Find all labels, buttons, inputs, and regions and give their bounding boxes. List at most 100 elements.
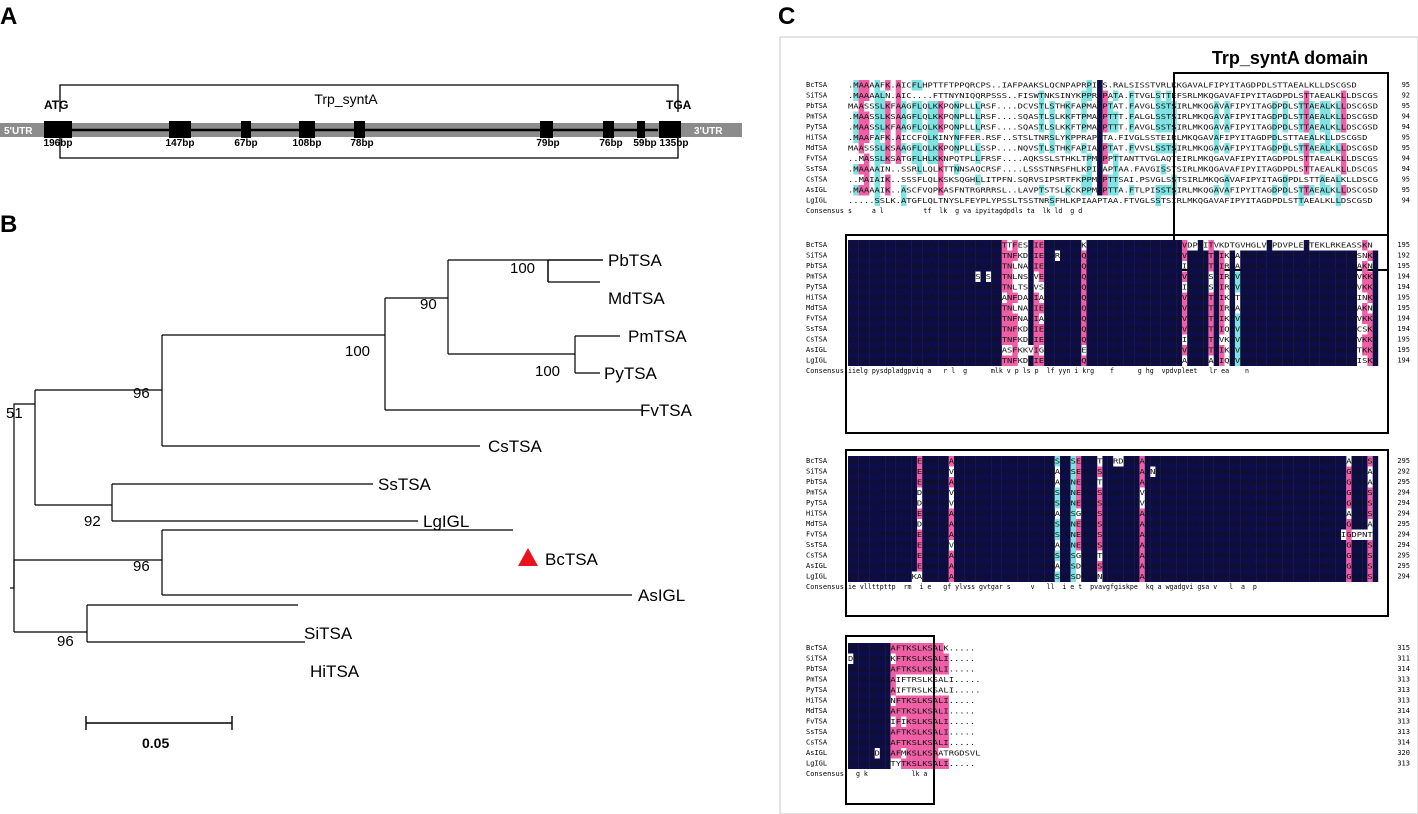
residue-shade (1234, 324, 1241, 335)
residue-shade (1107, 456, 1114, 467)
sequence-text: IIELGVPYSDPLADGPVIQAAATRALARGTNFKDIIEMLK… (848, 336, 1378, 344)
residue-shade (1208, 345, 1214, 356)
residue-shade (1033, 519, 1039, 530)
residue-shade (1060, 550, 1066, 561)
residue-shade (1113, 153, 1119, 164)
residue-shade (938, 174, 944, 185)
residue-shade (1330, 477, 1336, 488)
residue-shade (1197, 529, 1204, 540)
residue-shade (1203, 271, 1209, 282)
residue-shade (1128, 498, 1135, 509)
residue-shade (916, 540, 923, 551)
residue-shade (1330, 282, 1336, 293)
residue-shade (1245, 250, 1251, 261)
residue-shade (996, 303, 1002, 314)
residue-shade (1123, 250, 1130, 261)
residue-shade (1171, 550, 1177, 561)
residue-shade (890, 282, 896, 293)
residue-shade (1118, 303, 1124, 314)
residue-shade (1144, 250, 1151, 261)
residue-shade (1335, 345, 1342, 356)
residue-shade (980, 334, 986, 345)
residue-shade (1293, 355, 1299, 366)
residue-shade (1001, 466, 1008, 477)
residue-shade (879, 519, 886, 530)
residue-shade (1335, 519, 1342, 530)
residue-shade (1171, 334, 1177, 345)
residue-shade (1335, 195, 1342, 206)
residue-shade (932, 695, 939, 706)
residue-shade (906, 250, 912, 261)
residue-shade (874, 185, 880, 196)
residue-shade (1330, 334, 1336, 345)
residue-shade (1144, 456, 1151, 467)
residue-shade (1001, 313, 1008, 324)
residue-shade (922, 240, 928, 251)
residue-shade (1261, 334, 1267, 345)
residue-shade (895, 111, 902, 122)
residue-shade (991, 456, 997, 467)
residue-shade (1346, 519, 1352, 530)
residue-shade (863, 185, 870, 196)
residue-shade (1319, 466, 1326, 477)
residue-shade (1091, 271, 1098, 282)
residue-shade (1335, 303, 1342, 314)
residue-shade (1171, 292, 1177, 303)
residue-shade (938, 758, 944, 769)
residue-shade (1102, 282, 1108, 293)
residue-shade (1144, 345, 1151, 356)
residue-shade (874, 561, 880, 572)
residue-shade (1118, 550, 1124, 561)
residue-shade (1372, 550, 1379, 561)
residue-shade (975, 282, 981, 293)
residue-shade (1007, 324, 1013, 335)
residue-shade (1097, 508, 1103, 519)
residue-shade (932, 250, 939, 261)
residue-shade (858, 758, 865, 769)
residue-shade (1372, 498, 1379, 509)
residue-shade (1219, 519, 1225, 530)
residue-shade (1139, 466, 1145, 477)
residue-shade (1340, 185, 1347, 196)
residue-shade (980, 324, 986, 335)
residue-shade (1155, 292, 1161, 303)
residue-shade (1166, 355, 1172, 366)
residue-shade (858, 643, 865, 654)
residue-shade (1282, 456, 1289, 467)
residue-shade (1293, 498, 1299, 509)
residue-shade (1245, 571, 1251, 582)
residue-shade (1097, 101, 1103, 112)
residue-shade (863, 498, 870, 509)
residue-count: 314 (1397, 665, 1410, 673)
residue-shade (1028, 261, 1034, 272)
residue-shade (1017, 571, 1024, 582)
residue-shade (991, 282, 997, 293)
residue-shade (1277, 529, 1283, 540)
residue-shade (1107, 261, 1114, 272)
residue-shade (1261, 561, 1267, 572)
residue-shade (1113, 90, 1119, 101)
residue-shade (1118, 271, 1124, 282)
residue-shade (1038, 90, 1045, 101)
residue-shade (1351, 324, 1357, 335)
residue-shade (1340, 101, 1347, 112)
residue-shade (1102, 111, 1108, 122)
residue-shade (1107, 324, 1114, 335)
residue-shade (1060, 466, 1066, 477)
residue-shade (943, 498, 949, 509)
residue-shade (948, 303, 955, 314)
residue-shade (1256, 355, 1262, 366)
residue-shade (996, 345, 1002, 356)
residue-shade (911, 153, 918, 164)
residue-shade (1340, 111, 1347, 122)
residue-shade (1240, 550, 1246, 561)
residue-shade (1091, 498, 1098, 509)
residue-shade (885, 571, 891, 582)
residue-shade (1028, 519, 1034, 530)
residue-shade (1367, 487, 1373, 498)
residue-shade (991, 261, 997, 272)
residue-shade (1208, 550, 1214, 561)
residue-shade (1075, 487, 1082, 498)
residue-shade (1203, 477, 1209, 488)
